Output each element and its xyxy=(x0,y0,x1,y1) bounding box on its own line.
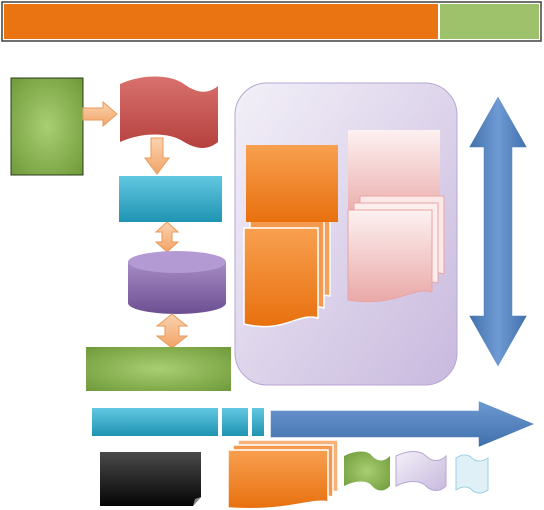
pink-document-stack-icon xyxy=(347,130,445,303)
double-headed-arrow-icon xyxy=(466,93,530,370)
orange-document-stack-icon xyxy=(243,145,338,328)
header-bar xyxy=(1,1,542,42)
green-tape-icon xyxy=(344,451,390,491)
teal-bar-tiny xyxy=(252,408,264,436)
ice-tape-icon xyxy=(455,454,489,494)
double-arrow-vertical-icon xyxy=(155,313,189,349)
header-green-segment xyxy=(440,4,539,39)
teal-bar-long xyxy=(92,408,218,436)
database-cylinder-icon xyxy=(128,251,226,314)
arrow-down-icon xyxy=(144,137,170,175)
output-process-box xyxy=(86,347,231,391)
tape-flag-shape xyxy=(120,76,218,148)
arrow-right-icon xyxy=(82,100,118,128)
right-block-arrow-icon xyxy=(269,398,538,450)
cyan-process-box xyxy=(119,176,222,222)
header-orange-segment xyxy=(4,4,438,39)
lavender-tape-icon xyxy=(395,451,447,491)
black-document-icon xyxy=(100,452,201,506)
source-process-box xyxy=(10,77,84,176)
teal-bar-small xyxy=(222,408,248,436)
orange-multi-document-icon xyxy=(227,439,339,510)
double-arrow-vertical-icon xyxy=(154,221,180,253)
